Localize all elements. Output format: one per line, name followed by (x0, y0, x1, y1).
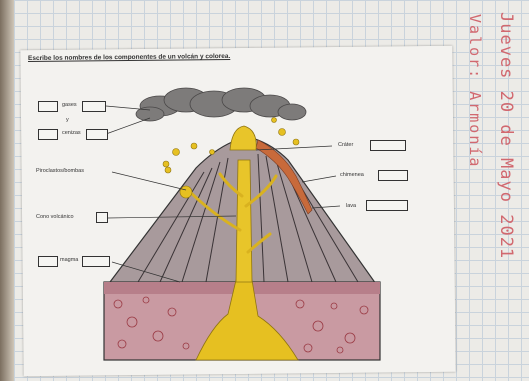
label-lava: lava (346, 203, 356, 209)
label-gases: gases (62, 102, 77, 108)
ash-cloud (136, 88, 306, 121)
label-piroclastos: Piroclastos/bombas (36, 168, 84, 174)
label-cenizas: cenizas (62, 130, 81, 136)
answer-box (370, 140, 406, 151)
answer-box (38, 256, 58, 267)
answer-box (82, 256, 110, 267)
magma-chamber (104, 280, 380, 360)
answer-box (96, 212, 108, 223)
answer-box (38, 129, 58, 140)
handwritten-date: Jueves 20 de Mayo 2021 (496, 12, 516, 259)
label-crater: Cráter (338, 142, 353, 148)
volcano-chimney (236, 160, 252, 282)
answer-box (366, 200, 408, 211)
label-cono: Cono volcánico (36, 214, 74, 220)
answer-box (378, 170, 408, 181)
label-chimenea: chimenea (340, 172, 364, 178)
crater-eruption (230, 126, 256, 150)
label-magma: magma (60, 257, 78, 263)
answer-box (86, 129, 108, 140)
label-y: y (66, 117, 69, 123)
answer-box (38, 101, 58, 112)
handwritten-value: Valor: Armonía (466, 14, 484, 168)
answer-box (82, 101, 106, 112)
